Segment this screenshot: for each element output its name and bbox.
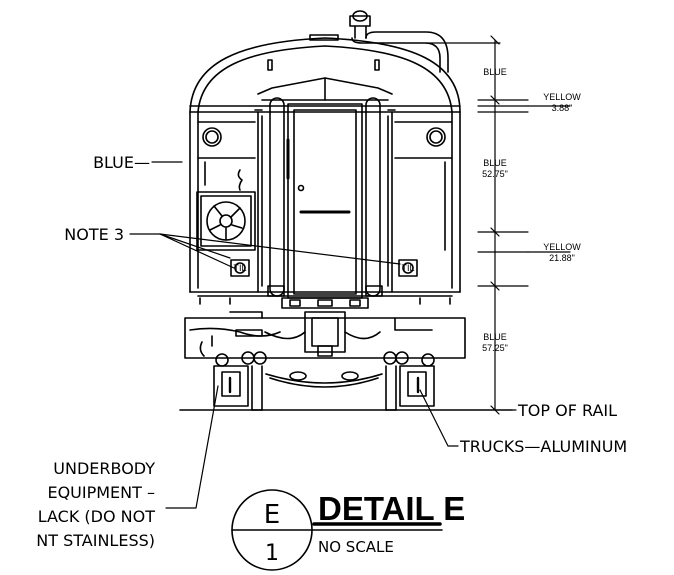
dimension-chain <box>425 35 571 415</box>
dim-2-value: 3.88" <box>552 103 573 113</box>
blue-body-callout: BLUE— <box>93 153 150 172</box>
leader-lines <box>129 161 517 509</box>
brake-wheel-box <box>196 191 256 251</box>
underframe <box>184 311 466 359</box>
dim-3-value: 52.75" <box>482 169 508 179</box>
dim-1-color: BLUE <box>483 67 507 77</box>
dim-2-color: YELLOW <box>543 92 581 102</box>
underbody-label-line1: UNDERBODY <box>53 459 155 478</box>
dim-5-color: BLUE <box>483 332 507 342</box>
dim-3-color: BLUE <box>483 158 507 168</box>
underbody-label-line3: LACK (DO NOT <box>38 507 156 526</box>
end-door <box>254 97 396 299</box>
detail-scale: NO SCALE <box>318 538 394 556</box>
top-of-rail-label: TOP OF RAIL <box>517 401 617 420</box>
end-sill <box>189 285 461 309</box>
trucks-aluminum-label: TRUCKS—ALUMINUM <box>459 437 627 456</box>
detail-bubble <box>231 489 443 571</box>
note-plates <box>230 259 418 277</box>
car-body <box>189 37 461 293</box>
note-plate-right-text: TIL <box>401 263 414 273</box>
underbody-label-line2: EQUIPMENT – <box>47 483 155 502</box>
underbody-label-line4: NT STAINLESS) <box>36 531 155 550</box>
dim-4-color: YELLOW <box>543 242 581 252</box>
dim-4-value: 21.88" <box>549 253 575 263</box>
detail-letter: E <box>264 500 280 530</box>
detail-title: DETAIL E <box>318 490 465 527</box>
dim-5-value: 57.25" <box>482 343 508 353</box>
note-3-callout: NOTE 3 <box>64 225 124 244</box>
note-plate-left-text: TIL <box>233 263 246 273</box>
trucks <box>213 351 435 411</box>
detail-sheet-number: 1 <box>265 541 279 566</box>
